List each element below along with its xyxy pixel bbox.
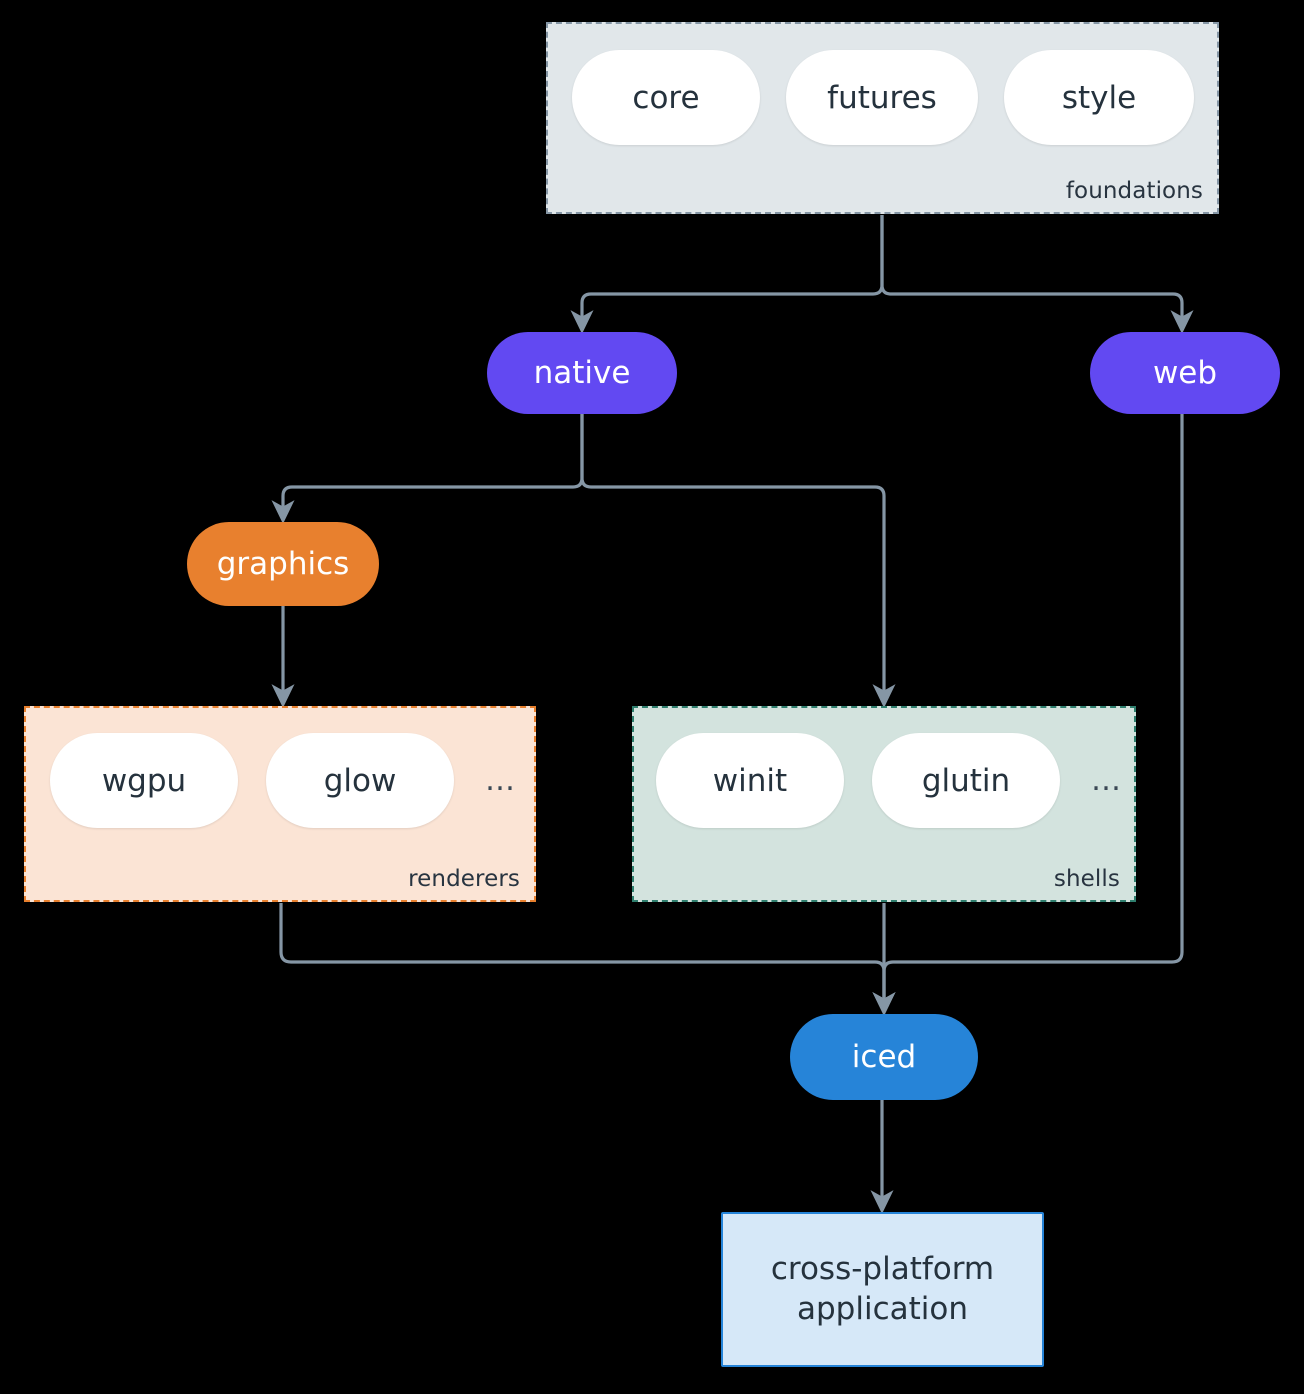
group-renderers-label: renderers — [408, 866, 520, 892]
edge-foundations-native — [570, 215, 884, 334]
edge-renderers-iced — [279, 903, 896, 1016]
pill-glutin-label: glutin — [921, 762, 1011, 799]
node-web[interactable]: web — [1090, 332, 1280, 414]
pill-glutin[interactable]: glutin — [872, 733, 1060, 828]
node-graphics[interactable]: graphics — [187, 522, 379, 606]
node-native-label: native — [533, 355, 631, 391]
pill-core-label: core — [632, 79, 700, 116]
application-line-2: application — [797, 1290, 968, 1327]
pill-winit-label: winit — [712, 762, 788, 799]
pill-futures-label: futures — [827, 79, 937, 116]
pill-core[interactable]: core — [572, 50, 760, 145]
shells-ellipsis: … — [1091, 763, 1123, 798]
pill-futures[interactable]: futures — [786, 50, 978, 145]
edge-native-graphics — [271, 414, 584, 524]
node-graphics-label: graphics — [216, 546, 350, 582]
pill-wgpu[interactable]: wgpu — [50, 733, 238, 828]
edge-native-shells — [580, 414, 896, 708]
node-iced-label: iced — [851, 1039, 917, 1075]
pill-style[interactable]: style — [1004, 50, 1194, 145]
node-cross-platform-application[interactable]: cross-platform application — [721, 1212, 1044, 1367]
group-foundations-label: foundations — [1065, 178, 1203, 204]
application-line-1: cross-platform — [770, 1250, 995, 1287]
renderers-ellipsis: … — [485, 763, 517, 798]
pill-style-label: style — [1061, 79, 1137, 116]
group-shells-label: shells — [1053, 866, 1120, 892]
pill-winit[interactable]: winit — [656, 733, 844, 828]
node-iced[interactable]: iced — [790, 1014, 978, 1100]
node-native[interactable]: native — [487, 332, 677, 414]
edge-foundations-web — [880, 215, 1194, 334]
pill-glow[interactable]: glow — [266, 733, 454, 828]
pill-wgpu-label: wgpu — [101, 762, 187, 799]
node-web-label: web — [1152, 355, 1218, 391]
pill-glow-label: glow — [323, 762, 397, 799]
